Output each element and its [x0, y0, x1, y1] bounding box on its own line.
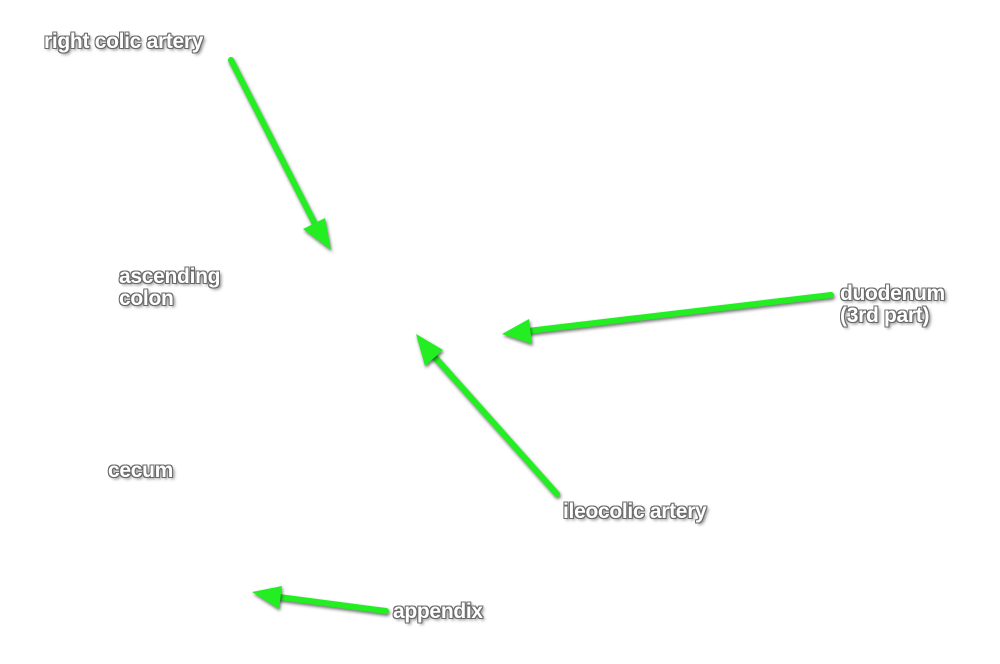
- label-ascending-colon: ascending colon: [119, 265, 221, 310]
- label-duodenum: duodenum (3rd part): [840, 282, 945, 327]
- label-cecum: cecum: [108, 459, 174, 482]
- arrow-duodenum: [502, 292, 834, 344]
- label-ileocolic-artery: ileocolic artery: [563, 500, 707, 523]
- label-right-colic-artery: right colic artery: [44, 30, 204, 53]
- arrow-ileocolic-artery: [416, 334, 560, 497]
- label-appendix: appendix: [393, 600, 483, 623]
- arrow-appendix: [252, 586, 389, 614]
- arrow-right-colic-artery: [228, 57, 331, 250]
